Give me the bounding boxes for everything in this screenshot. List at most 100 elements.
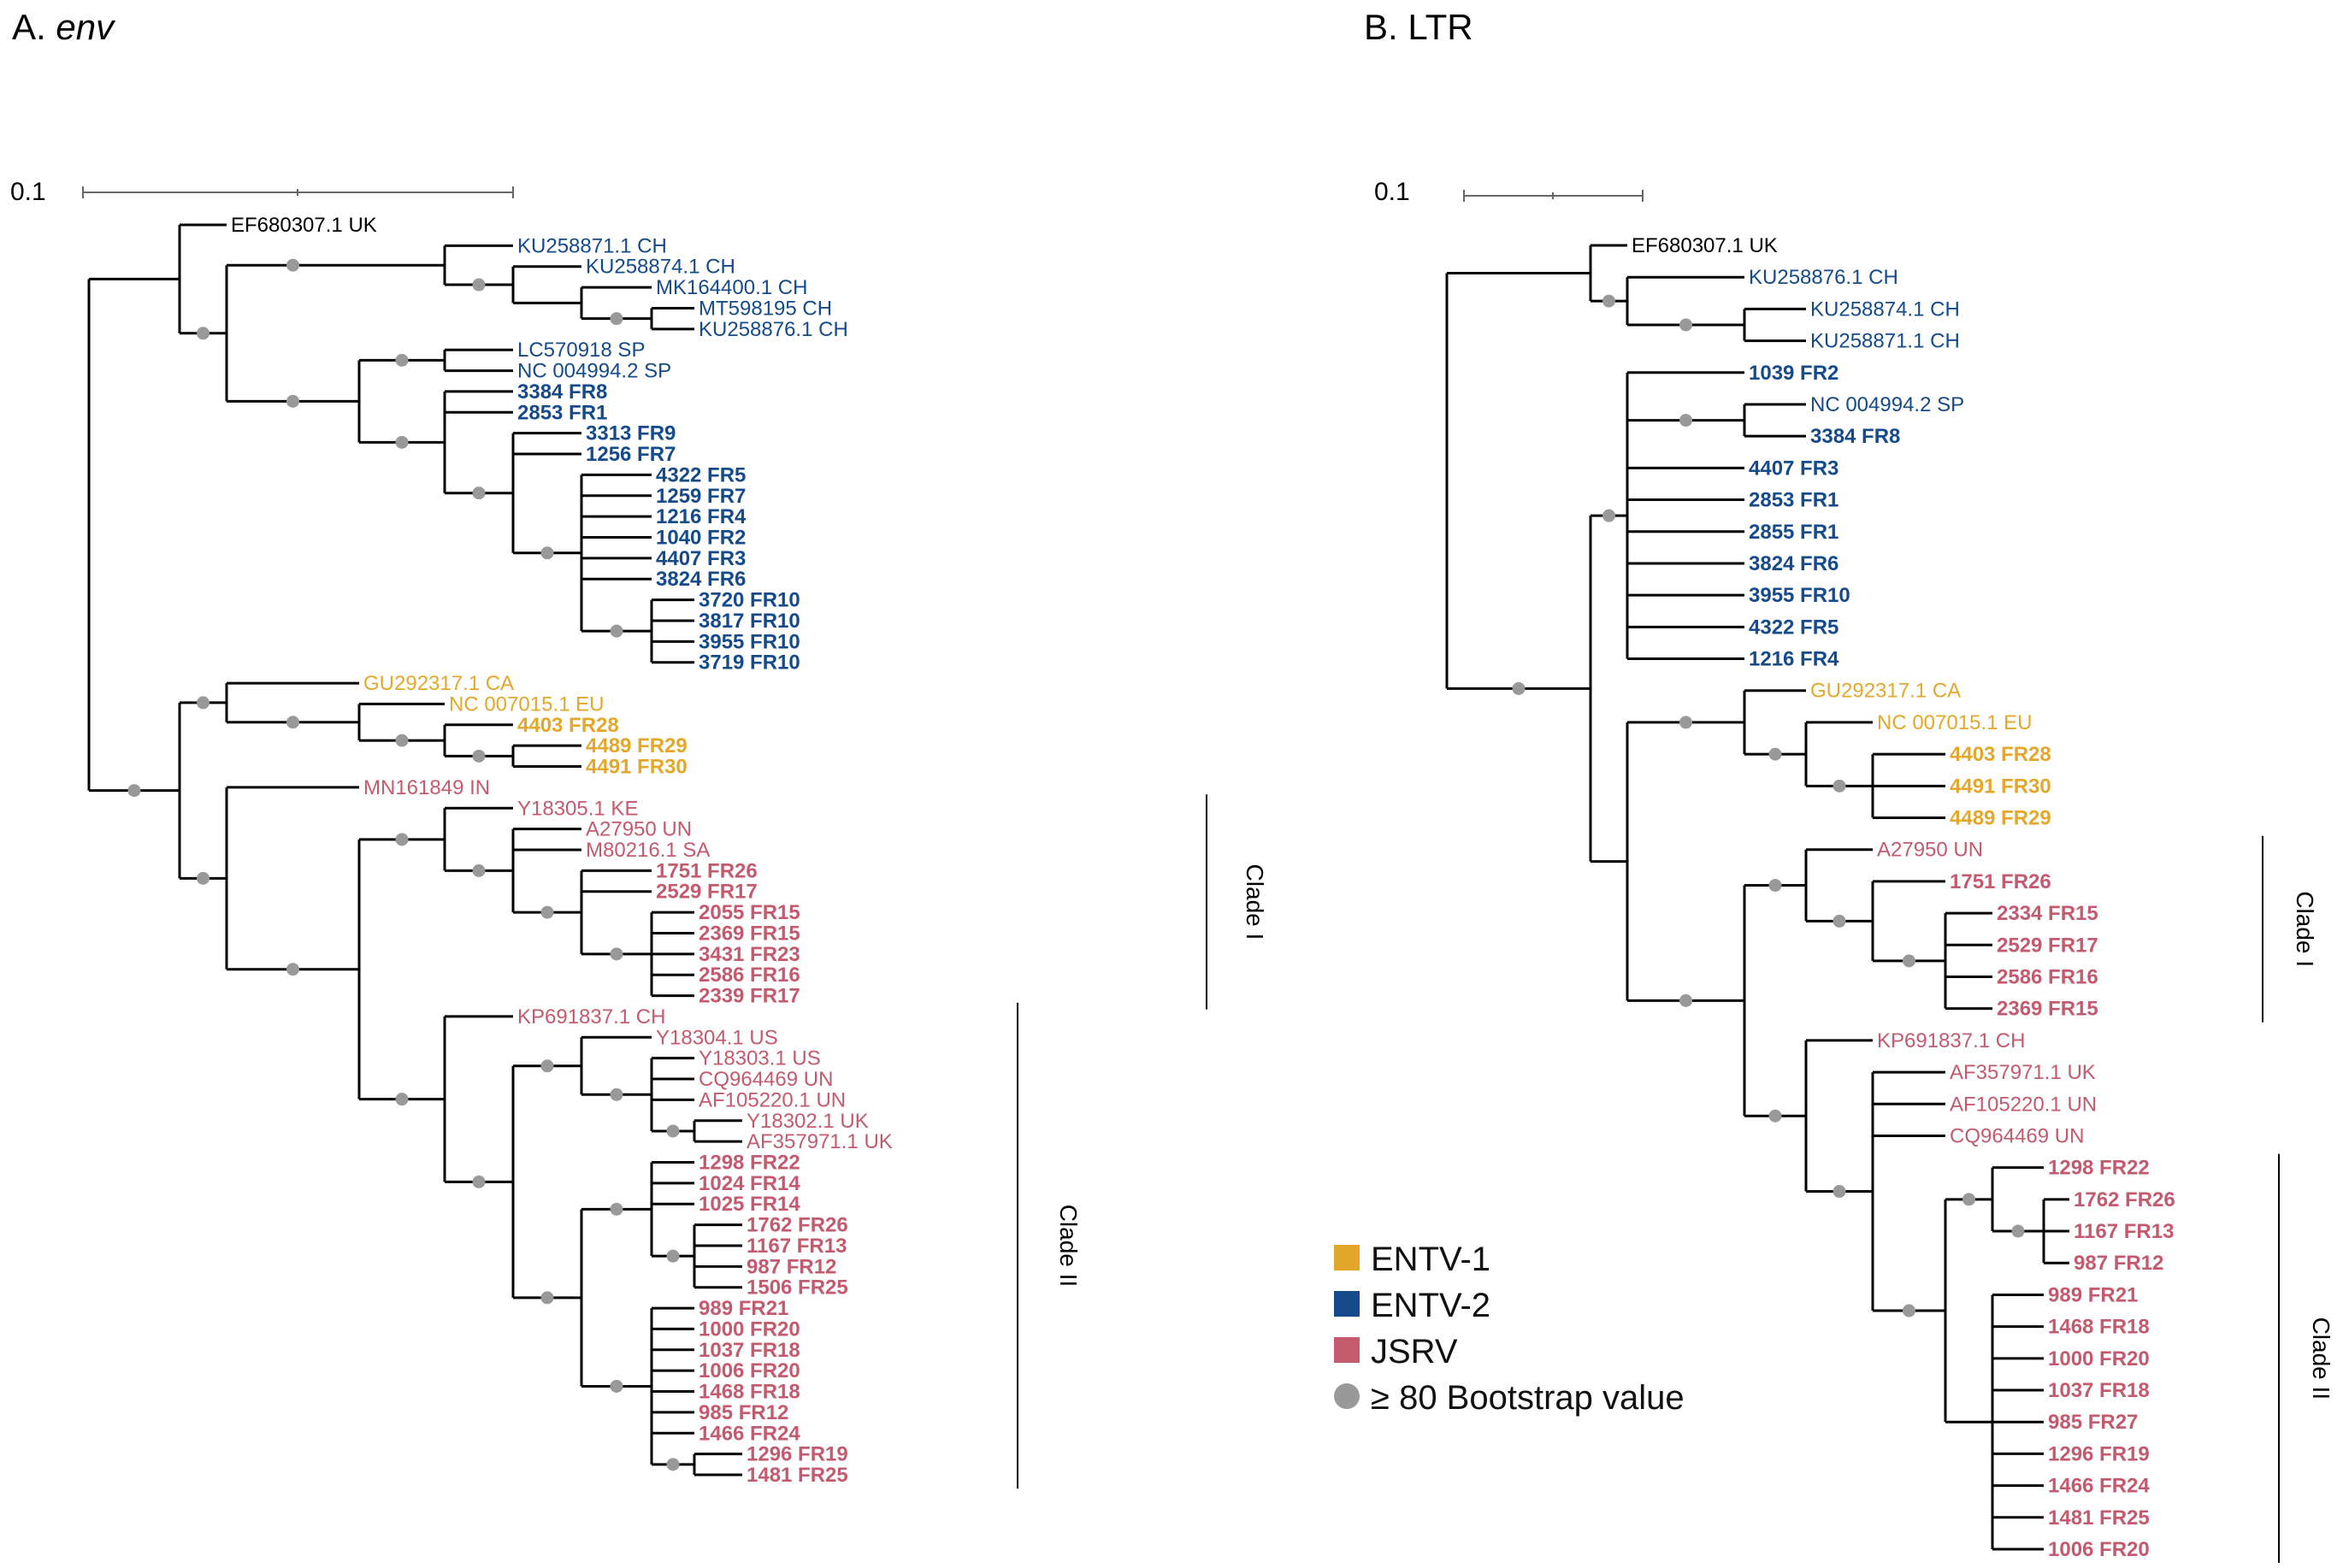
bootstrap-dot (1768, 1109, 1782, 1123)
leaf-label: KP691837.1 CH (517, 1005, 665, 1029)
leaf-label: 1259 FR7 (656, 485, 746, 508)
leaf-label: 4407 FR3 (1749, 457, 1838, 480)
leaf-label: 1296 FR19 (747, 1443, 848, 1466)
leaf-label: NC 007015.1 EU (449, 693, 604, 716)
legend-swatch (1334, 1383, 1360, 1409)
leaf-label: CQ964469 UN (699, 1068, 833, 1091)
leaf-label: 1751 FR26 (656, 859, 758, 882)
leaf-label: 1298 FR22 (2048, 1157, 2150, 1180)
bootstrap-group (127, 258, 680, 1471)
leaf-label: NC 004994.2 SP (517, 360, 671, 383)
bootstrap-dot (610, 1088, 623, 1101)
leaf-label: 4403 FR28 (1950, 743, 2051, 766)
leaf-label: 1039 FR2 (1749, 362, 1838, 385)
leaf-label: 2334 FR15 (1997, 902, 2098, 925)
leaf-label: 3817 FR10 (699, 610, 800, 633)
bootstrap-dot (395, 435, 409, 449)
bootstrap-dot (127, 784, 141, 798)
bootstrap-dot (472, 864, 486, 877)
leaf-label: 1506 FR25 (747, 1276, 848, 1300)
bootstrap-dot (666, 1458, 680, 1471)
leaf-label: 1006 FR20 (2048, 1538, 2150, 1561)
leaf-label: EF680307.1 UK (231, 214, 377, 237)
leaf-label: 2369 FR15 (699, 922, 800, 945)
leaf-label: 3313 FR9 (586, 422, 676, 445)
leaf-label: 1751 FR26 (1950, 870, 2051, 893)
leaf-label: 1000 FR20 (2048, 1347, 2150, 1371)
bootstrap-dot (395, 833, 409, 846)
leaf-label: MK164400.1 CH (656, 276, 807, 299)
bootstrap-dot (286, 258, 299, 272)
bootstrap-dot (472, 749, 486, 763)
bootstrap-dot (286, 394, 299, 408)
leaf-label: 987 FR12 (747, 1255, 836, 1278)
bootstrap-dot (1679, 318, 1692, 332)
leaf-label: 1296 FR19 (2048, 1442, 2150, 1465)
bootstrap-dot (286, 716, 299, 729)
leaf-label: 985 FR27 (2048, 1411, 2138, 1434)
leaf-label: 3824 FR6 (656, 568, 746, 591)
leaf-label: 3384 FR8 (517, 380, 607, 404)
clade-label: Clade II (1055, 1205, 1082, 1288)
bootstrap-dot (1768, 879, 1782, 893)
leaf-label: 1216 FR4 (656, 505, 747, 528)
bootstrap-dot (540, 1059, 554, 1073)
leaf-label: KP691837.1 CH (1877, 1029, 2025, 1052)
bootstrap-dot (540, 1291, 554, 1305)
leaf-label: Y18304.1 US (656, 1026, 778, 1049)
leaf-label: 1468 FR18 (699, 1381, 800, 1404)
leaf-label: 1025 FR14 (699, 1193, 800, 1216)
bootstrap-dot (1679, 414, 1692, 427)
bootstrap-dot (286, 963, 299, 976)
leaf-label: 2339 FR17 (699, 985, 800, 1008)
leaf-label: 3955 FR10 (699, 630, 800, 653)
leaf-label: KU258871.1 CH (517, 234, 667, 257)
legend-label: JSRV (1371, 1333, 1458, 1371)
panel-title: B. LTR (1364, 7, 1473, 47)
leaf-label: 1037 FR18 (699, 1339, 800, 1362)
leaf-label: NC 007015.1 EU (1877, 711, 2032, 734)
leaf-label: 1466 FR24 (2048, 1475, 2150, 1498)
leaf-label: GU292317.1 CA (1810, 680, 1961, 703)
legend-label: ≥ 80 Bootstrap value (1371, 1379, 1685, 1417)
leaf-label: 2853 FR1 (1749, 489, 1838, 512)
leaf-label: 3384 FR8 (1810, 425, 1900, 448)
bootstrap-dot (1833, 779, 1846, 793)
scale-bar: 0.1 (10, 178, 514, 206)
branch-group (1445, 244, 2069, 1551)
legend-label: ENTV-2 (1371, 1287, 1490, 1324)
bootstrap-dot (197, 871, 210, 885)
leaf-label: 4491 FR30 (586, 756, 688, 779)
bootstrap-dot (395, 353, 409, 367)
bootstrap-group (1512, 294, 2025, 1317)
bootstrap-dot (540, 905, 554, 919)
leaf-label: 1466 FR24 (699, 1422, 800, 1445)
bootstrap-dot (1962, 1193, 1975, 1206)
leaf-label: LC570918 SP (517, 339, 645, 362)
leaf-label: KU258874.1 CH (1810, 298, 1960, 321)
leaf-label: NC 004994.2 SP (1810, 393, 1964, 416)
leaf-label: 4407 FR3 (656, 547, 746, 570)
bootstrap-dot (540, 546, 554, 560)
leaf-label: KU258874.1 CH (586, 256, 735, 279)
leaf-label: 989 FR21 (2048, 1283, 2138, 1306)
leaf-label: 1167 FR13 (2074, 1220, 2174, 1243)
leaf-label: 2855 FR1 (1749, 521, 1838, 544)
leaf-label: 1298 FR22 (699, 1152, 800, 1175)
leaf-label: 1256 FR7 (586, 443, 676, 466)
bootstrap-dot (1512, 681, 1526, 695)
bootstrap-dot (2011, 1224, 2025, 1238)
leaf-label: AF105220.1 UN (699, 1088, 846, 1111)
leaf-label: Y18305.1 KE (517, 797, 638, 820)
leaf-label: GU292317.1 CA (363, 672, 514, 695)
bootstrap-dot (610, 947, 623, 961)
leaf-label: 4322 FR5 (656, 463, 746, 486)
leaf-label: 4403 FR28 (517, 714, 619, 737)
leaf-label: 987 FR12 (2074, 1252, 2163, 1275)
clade-label: Clade I (2292, 891, 2318, 967)
